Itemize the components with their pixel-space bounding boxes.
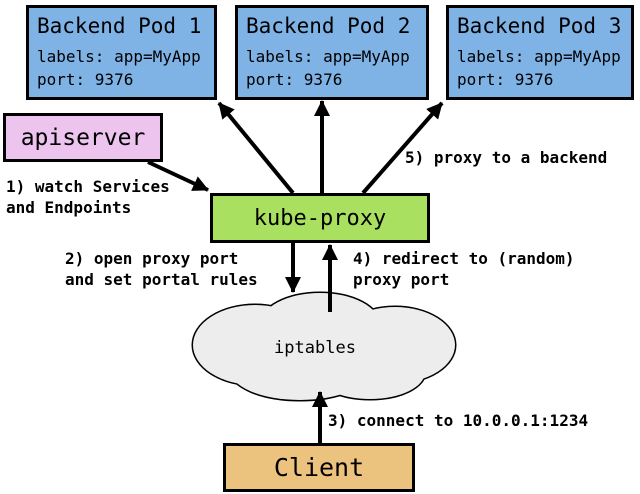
pod-title: Backend Pod 1 [37, 14, 202, 38]
arrow-kubeproxy-to-pod3 [361, 101, 444, 195]
backend-pod-2-box: Backend Pod 2 labels: app=MyApp port: 93… [235, 5, 429, 100]
annotation-step2-line1: 2) open proxy port [65, 249, 239, 268]
apiserver-box: apiserver [3, 113, 163, 162]
pod-title: Backend Pod 2 [246, 14, 411, 38]
pod-labels: labels: app=MyApp [246, 47, 410, 66]
apiserver-label: apiserver [20, 124, 146, 151]
arrow-apiserver-to-kubeproxy [147, 160, 209, 192]
annotation-step1-line1: 1) watch Services [6, 177, 170, 196]
backend-pod-3-box: Backend Pod 3 labels: app=MyApp port: 93… [446, 5, 634, 100]
pod-port: port: 9376 [37, 70, 134, 89]
annotation-step2-line2: and set portal rules [65, 270, 258, 289]
kube-proxy-box: kube-proxy [210, 193, 430, 243]
annotation-step2: 2) open proxy port and set portal rules [65, 248, 258, 290]
annotation-step1: 1) watch Services and Endpoints [6, 176, 170, 218]
pod-title: Backend Pod 3 [457, 14, 622, 38]
kube-proxy-label: kube-proxy [253, 205, 387, 231]
annotation-step4: 4) redirect to (random) proxy port [353, 248, 575, 290]
annotation-step3: 3) connect to 10.0.0.1:1234 [328, 411, 589, 430]
pod-port: port: 9376 [246, 70, 343, 89]
iptables-label: iptables [274, 338, 356, 358]
annotation-step4-line1: 4) redirect to (random) [353, 249, 575, 268]
annotation-step4-line2: proxy port [353, 270, 450, 289]
pod-labels: labels: app=MyApp [457, 47, 621, 66]
iptables-cloud [191, 291, 457, 402]
backend-pod-1-box: Backend Pod 1 labels: app=MyApp port: 93… [26, 5, 217, 100]
annotation-step1-line2: and Endpoints [6, 198, 132, 217]
arrow-kubeproxy-to-pod1 [217, 101, 295, 195]
client-box: Client [223, 443, 415, 492]
annotation-step5: 5) proxy to a backend [405, 148, 608, 167]
pod-labels: labels: app=MyApp [37, 47, 201, 66]
client-label: Client [273, 453, 365, 482]
pod-port: port: 9376 [457, 70, 554, 89]
